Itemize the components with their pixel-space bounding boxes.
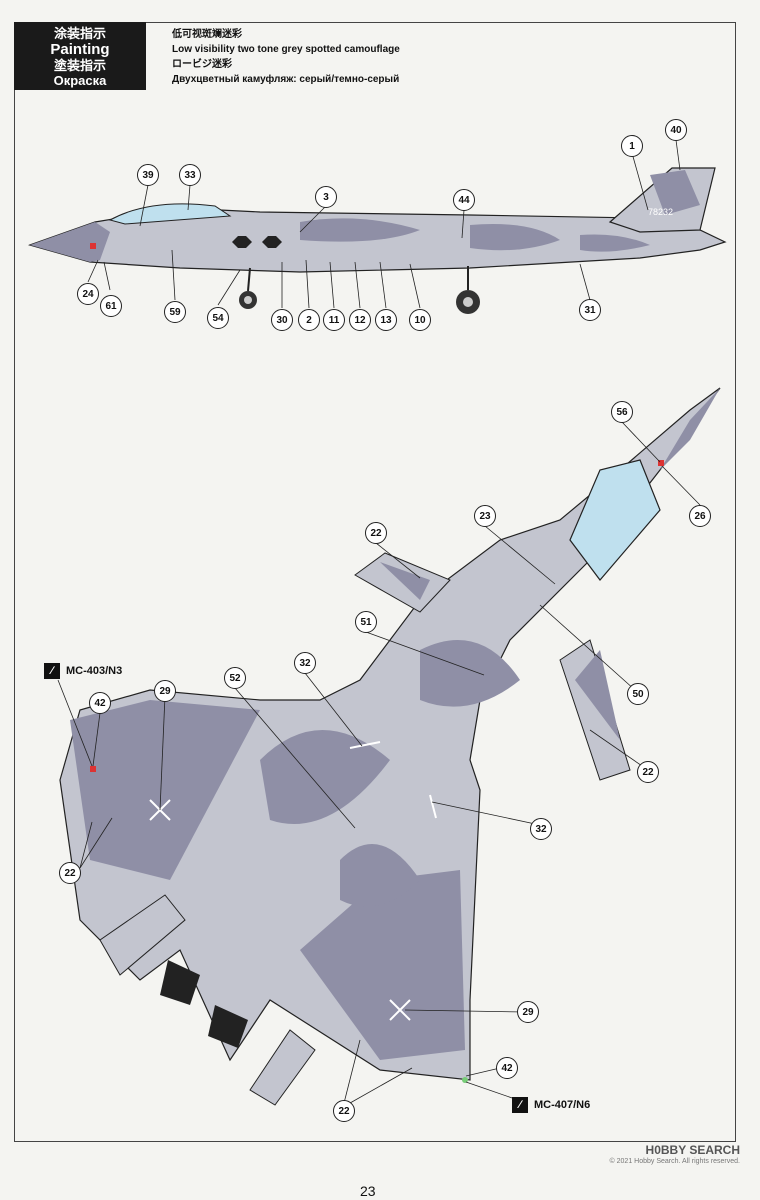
callout-39: 39 (137, 164, 159, 186)
callout-33: 33 (179, 164, 201, 186)
callout-51: 51 (355, 611, 377, 633)
callout-10: 10 (409, 309, 431, 331)
bottom-view-aircraft (59, 387, 721, 1106)
page-number: 23 (360, 1183, 376, 1199)
header-ru: Окраска (53, 73, 107, 88)
description-zh: 低可视斑斓迷彩 (172, 29, 242, 40)
watermark-copyright: © 2021 Hobby Search. All rights reserved… (609, 1158, 740, 1165)
paint-ref-mc407: ∕ MC-407/N6 (512, 1097, 590, 1113)
tail-number: 78232 (648, 207, 673, 217)
paint-ref-label: MC-403/N3 (66, 665, 123, 677)
description-ru: Двухцветный камуфляж: серый/темно-серый (172, 74, 400, 85)
callout-3: 3 (315, 186, 337, 208)
callout-31: 31 (579, 299, 601, 321)
callout-61: 61 (100, 295, 122, 317)
callout-52: 52 (224, 667, 246, 689)
callout-2: 2 (298, 309, 320, 331)
callout-22-lower: 22 (333, 1100, 355, 1122)
callout-42-left: 42 (89, 692, 111, 714)
callout-11: 11 (323, 309, 345, 331)
camouflage-description: 低可视斑斓迷彩 Low visibility two tone grey spo… (172, 27, 400, 87)
callout-40: 40 (665, 119, 687, 141)
watermark-logo: H0BBY SEARCH (645, 1143, 740, 1157)
painting-header: 涂装指示 Painting 塗装指示 Окраска (14, 22, 146, 90)
description-en: Low visibility two tone grey spotted cam… (172, 44, 400, 55)
description-ja: ロービジ迷彩 (172, 59, 232, 70)
callout-12: 12 (349, 309, 371, 331)
callout-26: 26 (689, 505, 711, 527)
callout-56: 56 (611, 401, 633, 423)
callout-23: 23 (474, 505, 496, 527)
page-border (14, 22, 736, 1142)
callout-32-lower: 32 (530, 818, 552, 840)
paint-ref-label: MC-407/N6 (534, 1099, 591, 1111)
callout-22-canard: 22 (365, 522, 387, 544)
callout-1: 1 (621, 135, 643, 157)
header-zh: 涂装指示 (53, 26, 106, 41)
callout-54: 54 (207, 307, 229, 329)
side-view-aircraft (28, 167, 727, 314)
callout-29-left: 29 (154, 680, 176, 702)
callout-44: 44 (453, 189, 475, 211)
paintbrush-icon: ∕ (512, 1097, 528, 1113)
paint-ref-mc403: ∕ MC-403/N3 (44, 663, 122, 679)
callout-59: 59 (164, 301, 186, 323)
callout-42-lower: 42 (496, 1057, 518, 1079)
callout-22-right: 22 (637, 761, 659, 783)
header-ja: 塗装指示 (53, 58, 106, 73)
callout-32-upper: 32 (294, 652, 316, 674)
callout-50: 50 (627, 683, 649, 705)
callout-30: 30 (271, 309, 293, 331)
callout-24: 24 (77, 283, 99, 305)
header-en: Painting (50, 41, 110, 58)
callout-13: 13 (375, 309, 397, 331)
callout-29-lower: 29 (517, 1001, 539, 1023)
callout-22-left: 22 (59, 862, 81, 884)
paintbrush-icon: ∕ (44, 663, 60, 679)
